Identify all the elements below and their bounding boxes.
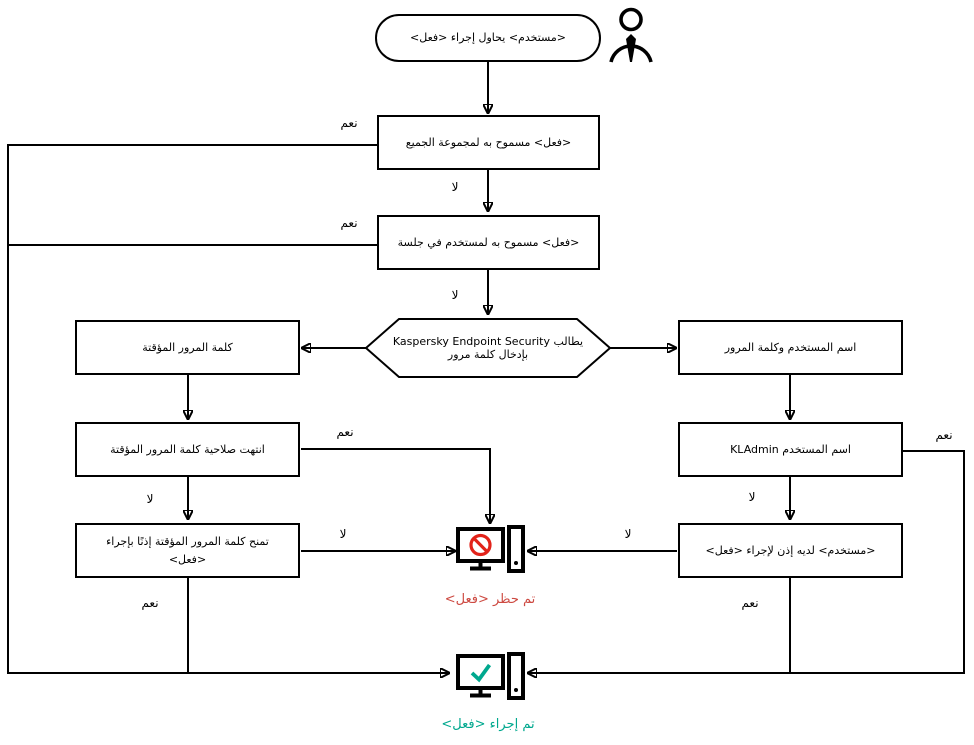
yes-label: نعم	[336, 425, 354, 439]
action-blocked-caption: تم حظر <فعل>	[444, 592, 536, 607]
no-label: لا	[339, 527, 347, 541]
arrow-everyone-yes-to-performed	[7, 144, 449, 673]
yes-label: نعم	[340, 116, 358, 130]
username-kladmin-node: اسم المستخدم KLAdmin	[678, 422, 903, 477]
no-label: لا	[451, 180, 459, 194]
blocked-computer-icon	[456, 525, 525, 573]
user-icon	[609, 7, 653, 63]
start-node: <مستخدم> يحاول إجراء <فعل>	[375, 14, 601, 62]
password-prompt-node: يطالب Kaspersky Endpoint Security بإدخال…	[392, 335, 584, 361]
allowed-everyone-node: <فعل> مسموح به لمجموعة الجميع	[377, 115, 600, 170]
action-performed-caption: تم إجراء <فعل>	[441, 717, 535, 732]
prohibition-slash	[472, 537, 489, 553]
allowed-session-node: <فعل> مسموح به لمستخدم في جلسة	[377, 215, 600, 270]
arrow-kladmin-yes-to-performed	[528, 450, 965, 673]
success-computer-icon	[456, 652, 525, 700]
no-label: لا	[451, 288, 459, 302]
checkmark-icon	[470, 663, 492, 683]
arrow-expired-yes-to-blocked	[301, 448, 490, 523]
yes-label: نعم	[935, 428, 953, 442]
yes-label: نعم	[741, 596, 759, 610]
user-has-permission-node: <مستخدم> لديه إذن لإجراء <فعل>	[678, 523, 903, 578]
no-label: لا	[146, 492, 154, 506]
username-password-node: اسم المستخدم وكلمة المرور	[678, 320, 903, 375]
no-label: لا	[624, 527, 632, 541]
yes-label: نعم	[141, 596, 159, 610]
temp-password-node: كلمة المرور المؤقتة	[75, 320, 300, 375]
yes-label: نعم	[340, 216, 358, 230]
temp-password-grants-node: تمنح كلمة المرور المؤقتة إذنًا بإجراء <ف…	[75, 523, 300, 578]
no-label: لا	[748, 490, 756, 504]
temp-password-expired-node: انتهت صلاحية كلمة المرور المؤقتة	[75, 422, 300, 477]
